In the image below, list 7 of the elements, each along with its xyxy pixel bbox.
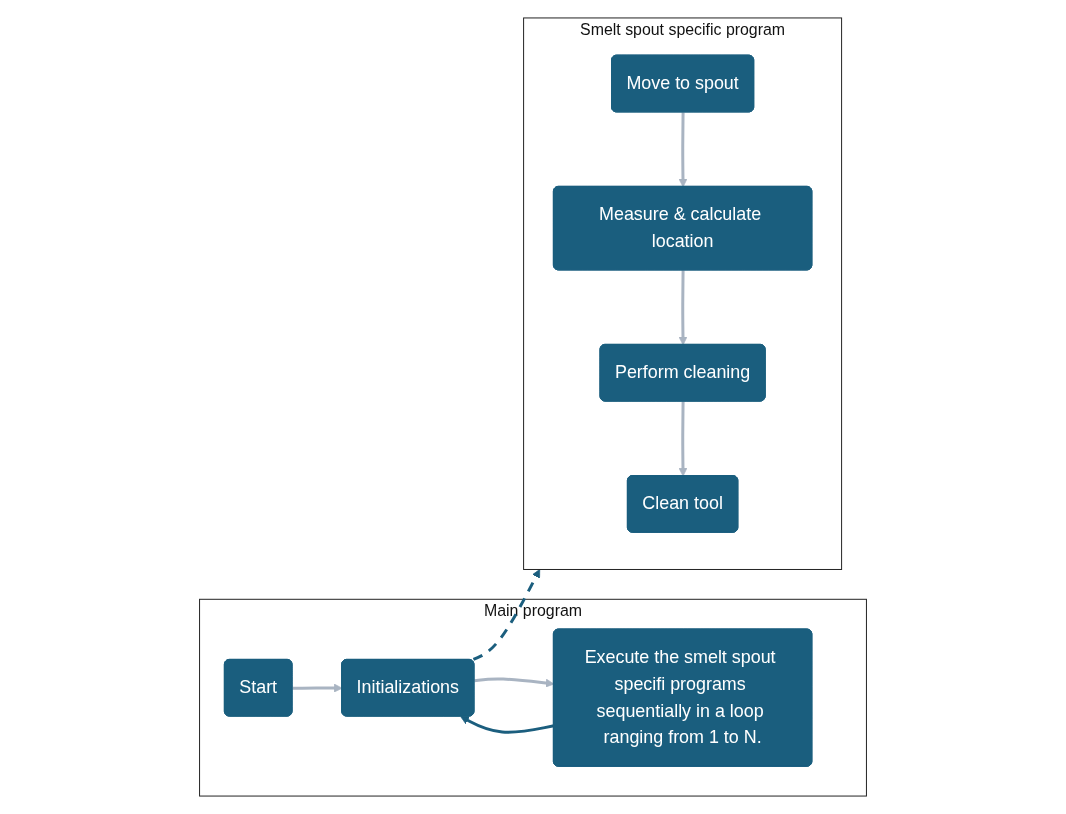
arrow: [460, 716, 555, 734]
arrow: [678, 270, 688, 346]
arrow: [678, 112, 688, 188]
arrow: [472, 569, 541, 661]
arrow: [678, 401, 688, 477]
arrow: [474, 677, 555, 688]
arrow: [292, 683, 343, 693]
